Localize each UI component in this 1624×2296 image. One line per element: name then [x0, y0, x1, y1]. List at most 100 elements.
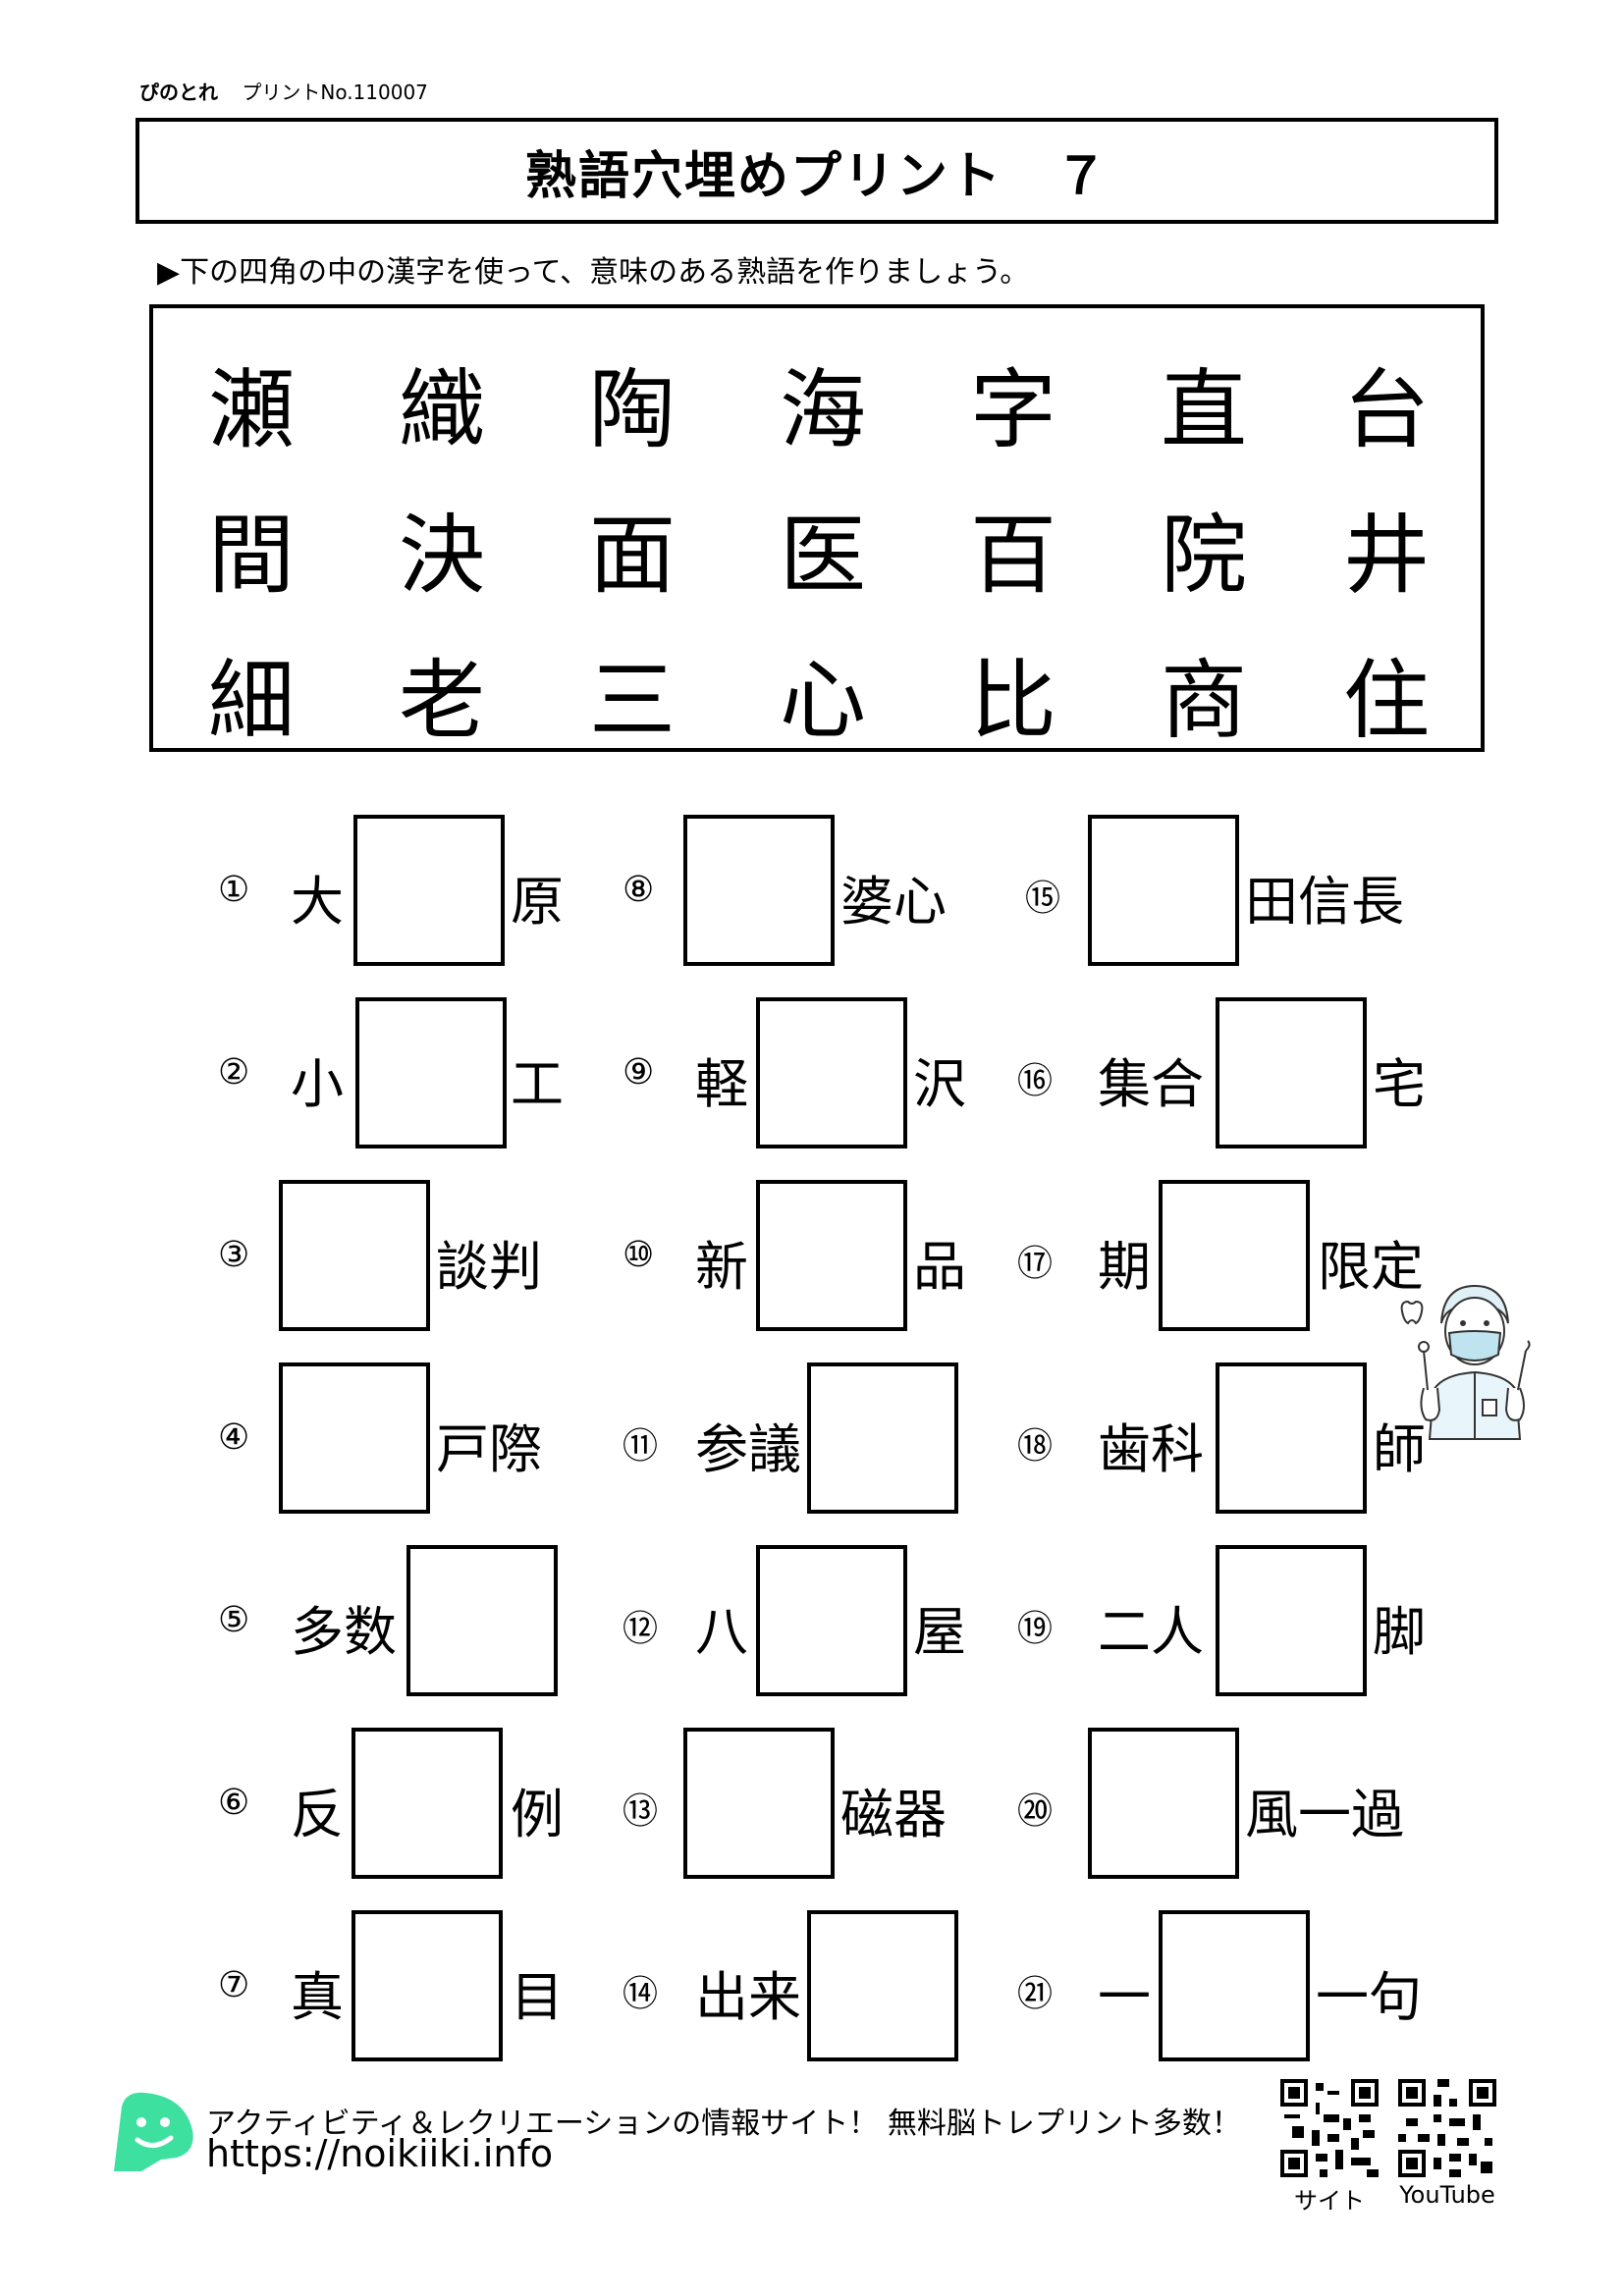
question-before: 期	[1098, 1236, 1151, 1298]
question-before: 真	[291, 1966, 344, 2028]
question-item: ⑰ 期 限定	[1017, 1180, 1430, 1333]
question-before: 集合	[1098, 1053, 1204, 1115]
question-number: ⑨	[623, 1052, 655, 1093]
question-number: ⑳	[1017, 1791, 1054, 1832]
question-after: 目	[511, 1966, 564, 2028]
answer-box[interactable]	[756, 997, 907, 1148]
answer-box[interactable]	[279, 1180, 430, 1331]
answer-box[interactable]	[1159, 1180, 1310, 1331]
question-number: ①	[218, 870, 250, 910]
answer-box[interactable]	[352, 1910, 503, 2061]
answer-box[interactable]	[279, 1362, 430, 1514]
kanji-cell: 海	[779, 358, 866, 460]
answer-box[interactable]	[1216, 1362, 1367, 1514]
question-item: ⑲ 二人 脚	[1017, 1545, 1430, 1698]
question-after: 婆心	[840, 871, 947, 933]
kanji-cell: 字	[969, 358, 1056, 460]
answer-box[interactable]	[756, 1545, 907, 1696]
kanji-cell: 織	[398, 358, 485, 460]
question-after: 師	[1373, 1418, 1426, 1480]
question-number: ③	[218, 1235, 250, 1275]
qr-code-icon	[1398, 2079, 1496, 2177]
question-number: ⑭	[623, 1974, 659, 2014]
question-number: ⑲	[1017, 1609, 1054, 1649]
question-after: 田信長	[1245, 871, 1404, 933]
answer-box[interactable]	[807, 1362, 958, 1514]
question-after: 談判	[436, 1236, 542, 1298]
answer-box[interactable]	[756, 1180, 907, 1331]
question-item: ⑦ 真 目	[218, 1910, 591, 2063]
answer-box[interactable]	[1088, 1728, 1239, 1879]
answer-box[interactable]	[406, 1545, 558, 1696]
question-before: 二人	[1098, 1601, 1204, 1663]
question-item: ⑩ 新 品	[623, 1180, 1015, 1333]
question-item: ⑬ 磁器	[623, 1728, 1015, 1881]
question-item: ⑥ 反 例	[218, 1728, 591, 1881]
question-number: ⑥	[218, 1783, 250, 1823]
question-item: ⑪ 参議	[623, 1362, 1015, 1516]
question-after: 沢	[913, 1053, 966, 1115]
question-item: ⑯ 集合 宅	[1017, 997, 1430, 1150]
question-number: ④	[218, 1417, 250, 1458]
answer-box[interactable]	[1216, 997, 1367, 1148]
kanji-cell: 井	[1342, 504, 1430, 606]
question-after: 一句	[1316, 1966, 1422, 2028]
question-before: 参議	[695, 1418, 801, 1480]
question-item: ⑨ 軽 沢	[623, 997, 1015, 1150]
question-item: ① 大 原	[218, 815, 591, 968]
kanji-cell: 老	[398, 649, 485, 751]
kanji-cell: 住	[1342, 649, 1430, 751]
question-before: 小	[291, 1053, 344, 1115]
site-logo-icon	[114, 2092, 193, 2171]
answer-box[interactable]	[683, 815, 835, 966]
question-after: 限定	[1318, 1236, 1424, 1298]
question-number: ⑯	[1017, 1061, 1054, 1101]
kanji-cell: 商	[1160, 649, 1247, 751]
question-after: 屋	[913, 1601, 966, 1663]
kanji-cell: 比	[969, 649, 1056, 751]
question-number: ⑦	[218, 1965, 250, 2005]
kanji-cell: 医	[779, 504, 866, 606]
answer-box[interactable]	[683, 1728, 835, 1879]
question-before: 新	[695, 1236, 748, 1298]
answer-box[interactable]	[1088, 815, 1239, 966]
question-item: ③ 談判	[218, 1180, 591, 1333]
answer-box[interactable]	[1159, 1910, 1310, 2061]
dentist-illustration	[1400, 1284, 1531, 1440]
question-number: ②	[218, 1052, 250, 1093]
kanji-pool-box: 瀬 織 陶 海 字 直 台 間 決 面 医 百 院 井 細 老 三 心 比 商 …	[149, 304, 1485, 752]
question-before: 歯科	[1098, 1418, 1204, 1480]
question-number: ⑪	[623, 1426, 659, 1467]
answer-box[interactable]	[353, 815, 505, 966]
question-item: ⑱ 歯科 師	[1017, 1362, 1430, 1516]
qr-youtube-label: YouTube	[1399, 2181, 1495, 2209]
question-after: 磁器	[840, 1784, 947, 1845]
question-before: 出来	[695, 1966, 801, 2028]
question-item: ⑫ 八 屋	[623, 1545, 1015, 1698]
question-after: 宅	[1373, 1053, 1426, 1115]
kanji-cell: 百	[969, 504, 1056, 606]
question-number: ⑬	[623, 1791, 659, 1832]
kanji-cell: 台	[1342, 358, 1430, 460]
answer-box[interactable]	[352, 1728, 503, 1879]
print-number: プリントNo.110007	[242, 80, 428, 104]
kanji-cell: 面	[588, 504, 676, 606]
question-item: ㉑ 一 一句	[1017, 1910, 1430, 2063]
page-title: 熟語穴埋めプリント ７	[135, 118, 1498, 224]
qr-code-icon	[1280, 2079, 1379, 2177]
question-before: 軽	[695, 1053, 748, 1115]
answer-box[interactable]	[807, 1910, 958, 2061]
kanji-cell: 瀬	[207, 358, 295, 460]
answer-box[interactable]	[1216, 1545, 1367, 1696]
question-item: ⑮ 田信長	[1025, 815, 1437, 968]
kanji-cell: 決	[398, 504, 485, 606]
question-item: ⑧ 婆心	[623, 815, 1015, 968]
footer-url-link[interactable]: https://noikiiki.info	[206, 2132, 554, 2175]
qr-site-label: サイト	[1294, 2187, 1365, 2215]
question-before: 八	[695, 1601, 748, 1663]
kanji-cell: 心	[779, 649, 866, 751]
question-number: ⑱	[1017, 1426, 1054, 1467]
question-after: 工	[511, 1053, 564, 1115]
brand-name: ぴのとれ	[139, 80, 218, 104]
answer-box[interactable]	[355, 997, 507, 1148]
